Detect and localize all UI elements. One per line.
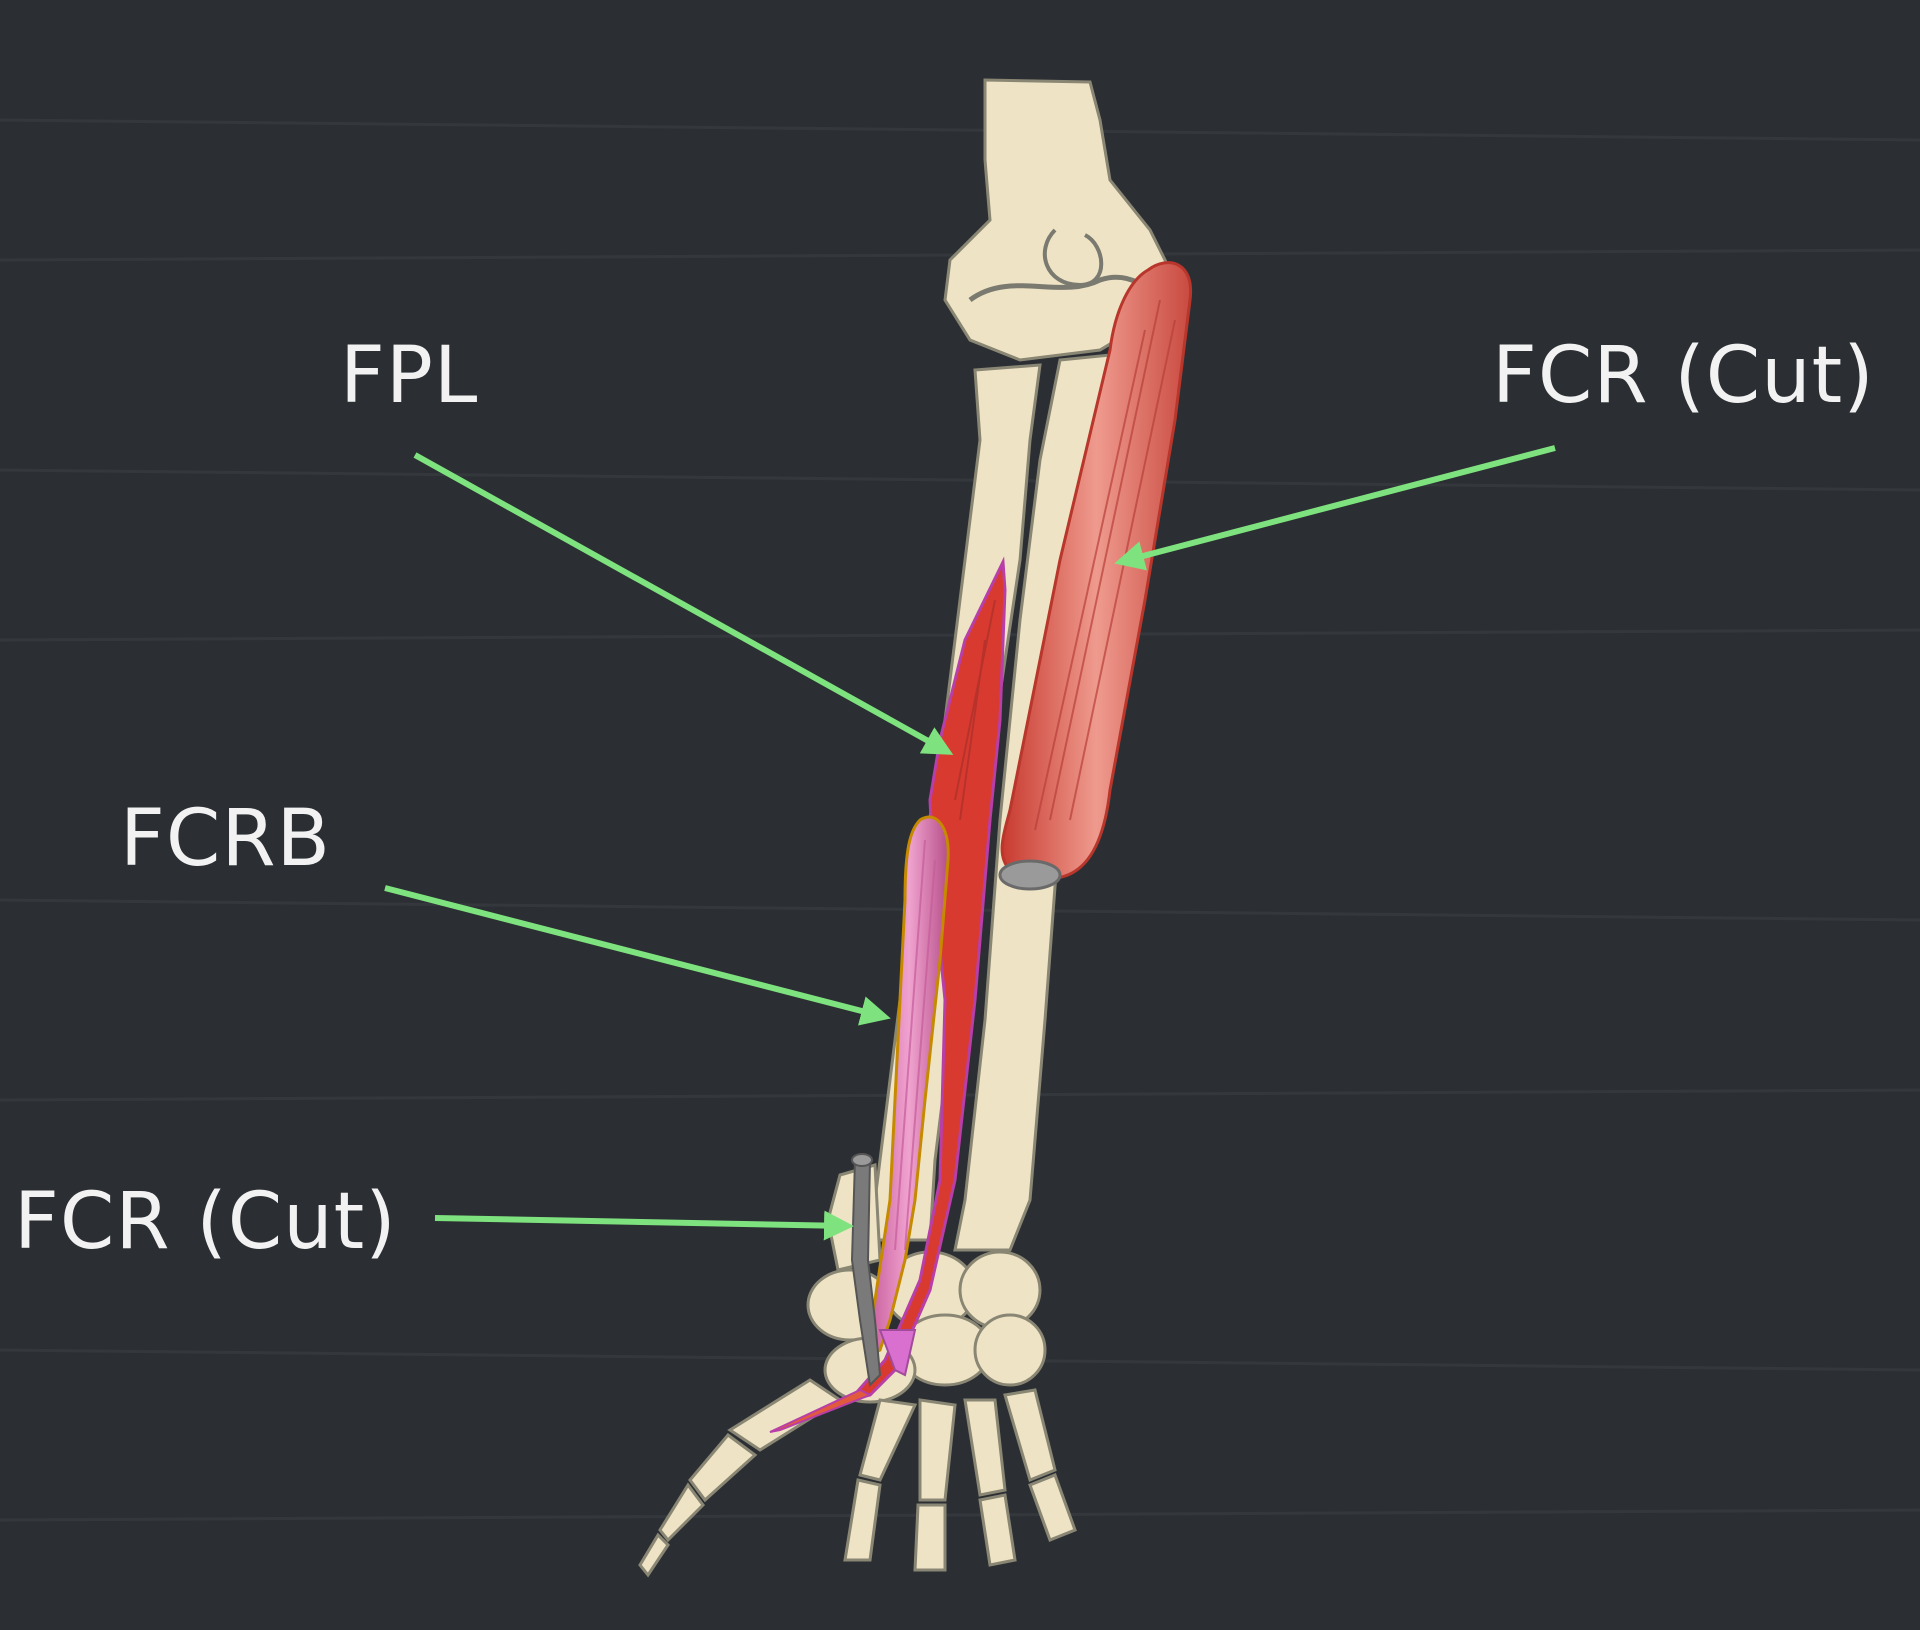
- fpl-pointer-arrow: [413, 452, 954, 755]
- label-fcr-cut-bottom: FCR (Cut): [14, 1177, 397, 1267]
- label-fcrb: FCRB: [120, 794, 332, 884]
- hand-bones: [638, 1378, 1077, 1578]
- fpl-muscle-fibers: [954, 599, 996, 821]
- fcrb-tendon: [878, 1329, 917, 1377]
- label-fpl: FPL: [340, 331, 479, 421]
- fcrb-muscle-fibers: [894, 839, 936, 1251]
- label-fcr-cut-top: FCR (Cut): [1492, 331, 1875, 421]
- fcr-cut-end-proximal-stump: [998, 859, 1062, 891]
- fcr-cut-bottom-pointer-arrow: [434, 1210, 854, 1241]
- fcr-cut-top-pointer-arrow: [1114, 445, 1556, 571]
- fcr-cut-tendon-distal: [850, 1159, 882, 1388]
- humerus-fossa: [1042, 228, 1104, 288]
- fpl-tendon: [769, 1388, 873, 1433]
- humerus: [943, 78, 1172, 362]
- fcrb-pointer-arrow: [384, 885, 891, 1026]
- fcr-cut-end-distal-stump: [851, 1153, 873, 1167]
